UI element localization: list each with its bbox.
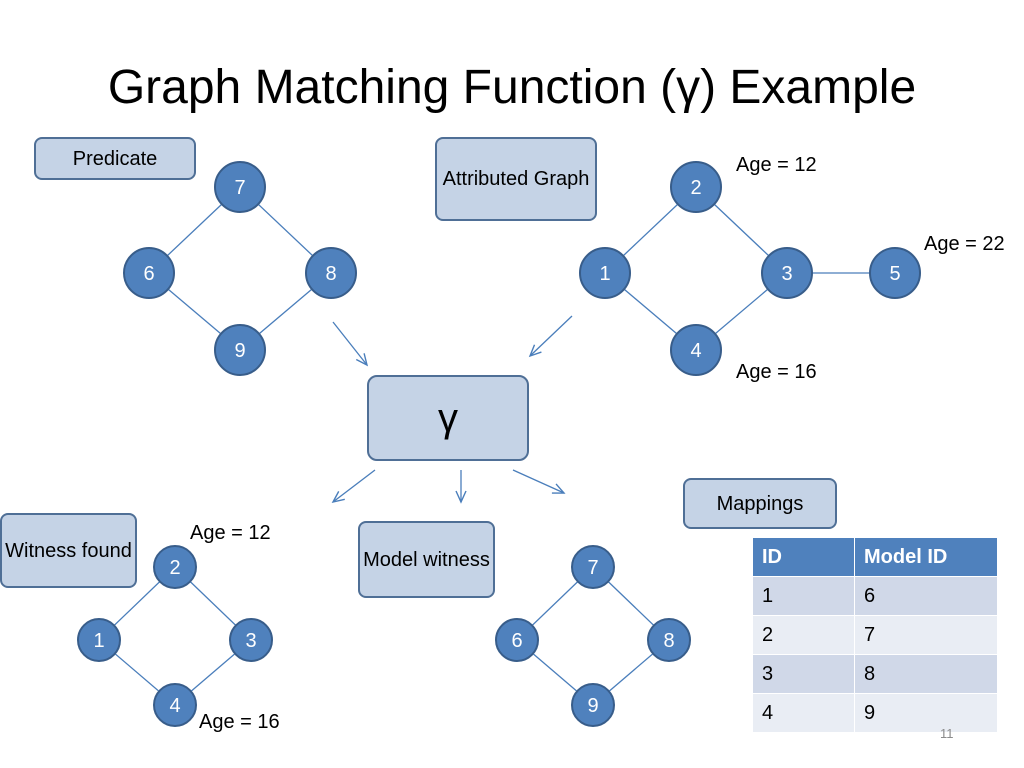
attributed-node-5: 5	[869, 247, 921, 299]
node-circle	[647, 618, 691, 662]
node-label: 4	[169, 695, 180, 717]
predicate-node-8: 8	[305, 247, 357, 299]
predicate-node-6: 6	[123, 247, 175, 299]
node-circle	[305, 247, 357, 299]
node-circle	[670, 161, 722, 213]
node-circle	[153, 545, 197, 589]
mappings-table: ID Model ID 1 6 2 7 3 8 4 9	[752, 537, 998, 733]
table-cell-model-id: 7	[854, 615, 998, 655]
table-row: 4 9	[752, 693, 998, 733]
arrow-attributed-to-gamma	[528, 315, 573, 358]
node-label: 3	[245, 630, 256, 652]
node-label: 9	[587, 695, 598, 717]
witness-node-2: 2	[153, 545, 197, 589]
witness-node-4: 4	[153, 683, 197, 727]
node-circle	[77, 618, 121, 662]
table-header-row: ID Model ID	[752, 537, 998, 577]
node-label: 3	[781, 263, 792, 285]
table-cell-id: 3	[752, 654, 855, 694]
node-label: 7	[234, 177, 245, 199]
predicate-node-9: 9	[214, 324, 266, 376]
table-cell-model-id: 8	[854, 654, 998, 694]
model-witness-node-6: 6	[495, 618, 539, 662]
node-label: 2	[169, 557, 180, 579]
node-circle	[229, 618, 273, 662]
node-circle	[214, 161, 266, 213]
attributed-node-3: 3	[761, 247, 813, 299]
node-label: 6	[143, 263, 154, 285]
attributed-node-1: 1	[579, 247, 631, 299]
model-witness-node-9: 9	[571, 683, 615, 727]
node-circle	[214, 324, 266, 376]
node-circle	[495, 618, 539, 662]
node-label: 9	[234, 340, 245, 362]
node-circle	[579, 247, 631, 299]
attributed-age-node-2: Age = 12	[736, 154, 817, 176]
page-number: 11	[940, 726, 954, 741]
node-label: 8	[325, 263, 336, 285]
attributed-age-node-4: Age = 16	[736, 361, 817, 383]
node-label: 8	[663, 630, 674, 652]
node-label: 4	[690, 340, 701, 362]
node-circle	[123, 247, 175, 299]
attributed-node-2: 2	[670, 161, 722, 213]
arrow-gamma-to-mappings	[512, 469, 566, 494]
model-witness-node-7: 7	[571, 545, 615, 589]
table-cell-id: 2	[752, 615, 855, 655]
table-cell-model-id: 6	[854, 576, 998, 616]
predicate-node-7: 7	[214, 161, 266, 213]
attributed-age-node-5: Age = 22	[924, 233, 1005, 255]
node-circle	[670, 324, 722, 376]
gamma-function-box: γ	[367, 375, 529, 461]
model-witness-node-8: 8	[647, 618, 691, 662]
node-label: 6	[511, 630, 522, 652]
node-label: 1	[599, 263, 610, 285]
node-circle	[869, 247, 921, 299]
node-circle	[571, 683, 615, 727]
slide-title: Graph Matching Function (γ) Example	[107, 61, 917, 114]
attributed-node-4: 4	[670, 324, 722, 376]
table-row: 1 6	[752, 576, 998, 616]
table-header-model-id: Model ID	[854, 537, 998, 577]
predicate-label: Predicate	[34, 137, 196, 180]
witness-node-3: 3	[229, 618, 273, 662]
model-witness-label: Model witness	[358, 521, 495, 598]
node-label: 5	[889, 263, 900, 285]
node-circle	[761, 247, 813, 299]
arrow-gamma-to-witness	[331, 469, 376, 504]
table-header-id: ID	[752, 537, 855, 577]
mappings-label: Mappings	[683, 478, 837, 529]
arrow-predicate-to-gamma	[332, 321, 369, 367]
table-cell-id: 4	[752, 693, 855, 733]
table-cell-id: 1	[752, 576, 855, 616]
table-row: 2 7	[752, 615, 998, 655]
witness-age-node-2: Age = 12	[190, 522, 271, 544]
node-circle	[571, 545, 615, 589]
node-label: 7	[587, 557, 598, 579]
table-row: 3 8	[752, 654, 998, 694]
node-circle	[153, 683, 197, 727]
node-label: 2	[690, 177, 701, 199]
node-label: 1	[93, 630, 104, 652]
witness-age-node-4: Age = 16	[199, 711, 280, 733]
witness-node-1: 1	[77, 618, 121, 662]
attributed-graph-label: Attributed Graph	[435, 137, 597, 221]
table-cell-model-id: 9	[854, 693, 998, 733]
witness-found-label: Witness found	[0, 513, 137, 588]
